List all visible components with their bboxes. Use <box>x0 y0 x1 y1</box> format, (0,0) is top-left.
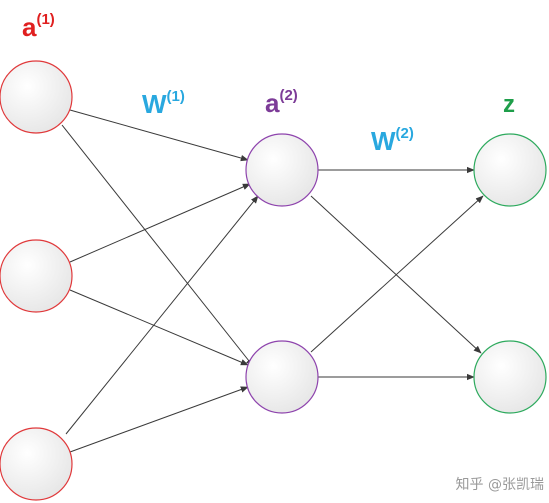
input-node-1 <box>0 60 73 134</box>
hidden-node-1 <box>245 133 319 207</box>
edge-a1-1-to-a2-1 <box>69 109 249 162</box>
edge-a1-1-to-a2-2 <box>61 124 254 367</box>
edge-a1-3-to-a2-1 <box>65 195 259 435</box>
weight-1-label-sup: (1) <box>167 88 185 105</box>
output-node-2 <box>473 340 547 414</box>
edge-a1-2-to-a2-1 <box>69 183 251 263</box>
input-layer <box>0 60 73 501</box>
input-layer-label: a(1) <box>22 11 55 42</box>
input-layer-label-sup: (1) <box>36 11 54 28</box>
edge-a2-2-to-z-1 <box>310 195 484 353</box>
edge-a1-2-to-a2-2 <box>69 289 249 366</box>
output-layer-label: z <box>503 91 515 118</box>
watermark-text: 知乎 @张凯瑞 <box>455 477 544 493</box>
weight-2-label-base: W <box>371 126 396 156</box>
input-node-3 <box>0 427 73 501</box>
edge-a1-3-to-a2-2 <box>69 386 249 453</box>
output-node-1 <box>473 133 547 207</box>
weight-2-label: W(2) <box>371 125 414 156</box>
edges-layer2-to-output <box>310 166 484 381</box>
hidden-layer-label-sup: (2) <box>279 87 297 104</box>
hidden-layer <box>245 133 319 414</box>
hidden-node-2 <box>245 340 319 414</box>
hidden-layer-label: a(2) <box>265 87 298 118</box>
output-layer <box>473 133 547 414</box>
weight-1-label: W(1) <box>142 88 185 119</box>
input-node-2 <box>0 239 73 313</box>
hidden-layer-label-base: a <box>265 88 280 118</box>
weight-1-label-base: W <box>142 89 167 119</box>
weight-2-label-sup: (2) <box>396 125 414 142</box>
edges-layer1-to-layer2 <box>61 109 259 453</box>
input-layer-label-base: a <box>22 12 37 42</box>
